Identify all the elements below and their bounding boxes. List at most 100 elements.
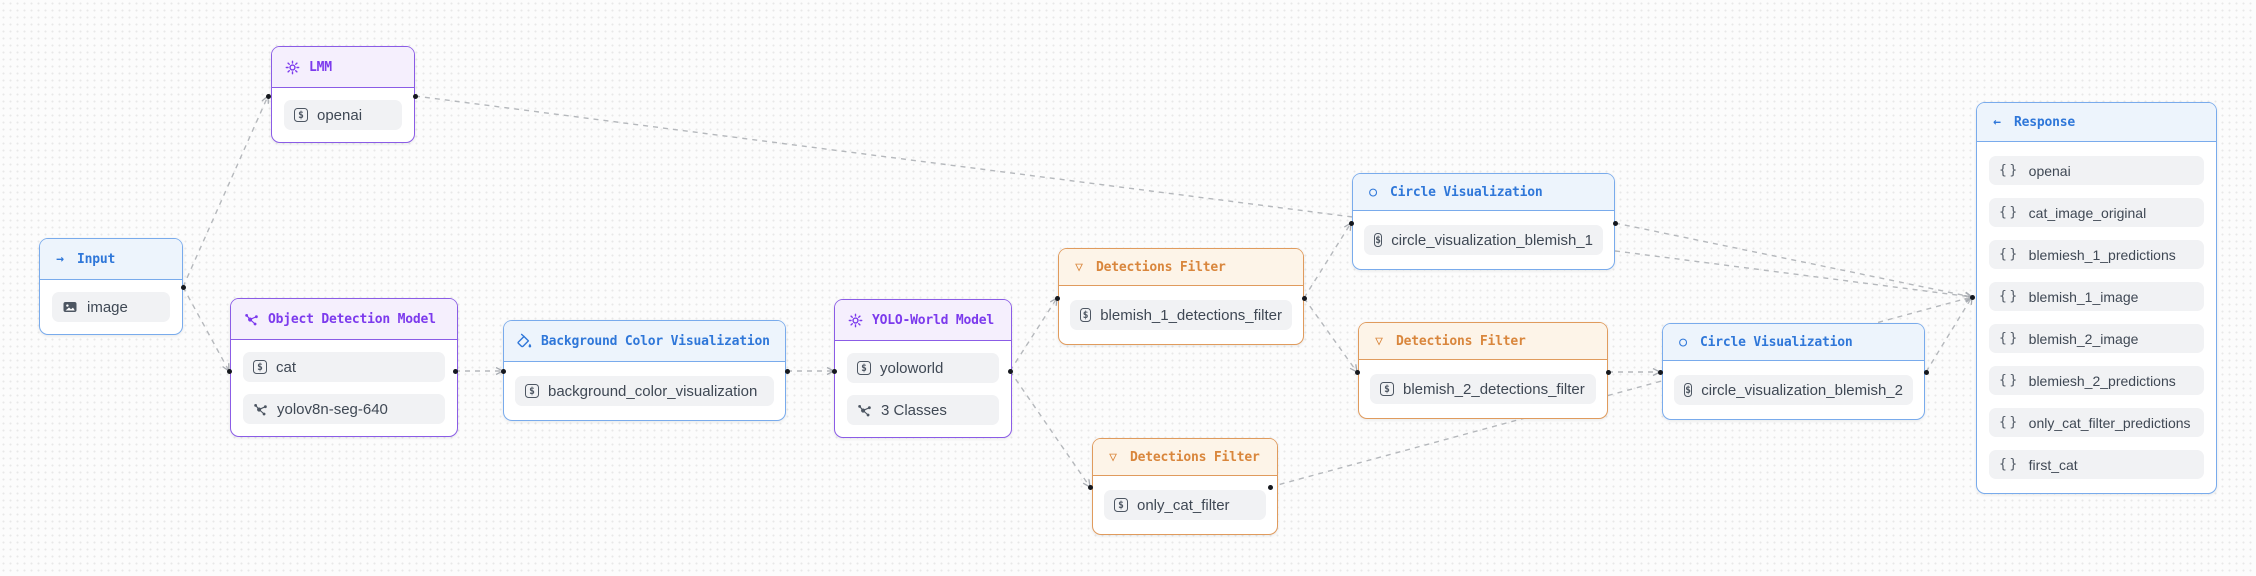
funnel-icon: ▽ (1375, 333, 1383, 349)
circle-icon: ○ (1679, 334, 1687, 350)
port-bg-in[interactable] (500, 368, 506, 374)
dollar-square-icon: $ (294, 108, 308, 122)
node-yolo-world-model[interactable]: YOLO-World Model $ yoloworld 3 Classes (834, 299, 1012, 438)
dollar-square-icon: $ (1114, 498, 1128, 512)
node-item-circle-visualization-blemish-2[interactable]: $ circle_visualization_blemish_2 (1674, 375, 1913, 405)
node-detections-filter-only-cat[interactable]: ▽ Detections Filter $ only_cat_filter (1092, 438, 1278, 535)
node-yolo-header: YOLO-World Model (835, 300, 1011, 341)
item-label: 3 Classes (881, 401, 947, 419)
dollar-square-icon: $ (1080, 308, 1092, 322)
response-item-cat-image-original[interactable]: {} cat_image_original (1989, 198, 2204, 227)
item-label: blemiesh_2_predictions (2028, 372, 2176, 389)
braces-icon: {} (1999, 247, 2020, 262)
item-label: background_color_visualization (548, 382, 758, 400)
node-title: Circle Visualization (1390, 184, 1543, 200)
response-item-first-cat[interactable]: {} first_cat (1989, 450, 2204, 479)
edge-df1-cv1 (1303, 223, 1351, 299)
node-item-cat[interactable]: $ cat (243, 352, 445, 382)
node-response[interactable]: ← Response {} openai {} cat_image_origin… (1976, 102, 2217, 494)
node-circle-visualization-blemish-1[interactable]: ○ Circle Visualization $ circle_visualiz… (1352, 173, 1615, 270)
braces-icon: {} (1999, 373, 2020, 388)
port-odm-out[interactable] (452, 368, 458, 374)
response-item-only-cat-filter-predictions[interactable]: {} only_cat_filter_predictions (1989, 408, 2204, 437)
braces-icon: {} (1999, 289, 2020, 304)
port-input-out[interactable] (180, 284, 186, 290)
network-icon (857, 403, 872, 418)
response-item-blemish-2-image[interactable]: {} blemish_2_image (1989, 324, 2204, 353)
node-item-blemish-2-detections-filter[interactable]: $ blemish_2_detections_filter (1370, 374, 1596, 404)
dollar-square-icon: $ (1374, 233, 1383, 247)
braces-icon: {} (1999, 163, 2020, 178)
port-cv2-out[interactable] (1923, 369, 1929, 375)
braces-icon: {} (1999, 457, 2020, 472)
braces-icon: {} (1999, 415, 2020, 430)
port-yolo-in[interactable] (831, 368, 837, 374)
node-item-yolov8n-seg-640[interactable]: yolov8n-seg-640 (243, 394, 445, 424)
node-background-color-visualization[interactable]: Background Color Visualization $ backgro… (503, 320, 786, 421)
arrow-right-icon: → (56, 251, 64, 267)
node-item-background-color-visualization[interactable]: $ background_color_visualization (515, 376, 774, 406)
node-item-circle-visualization-blemish-1[interactable]: $ circle_visualization_blemish_1 (1364, 225, 1603, 255)
node-item-openai[interactable]: $ openai (284, 100, 402, 130)
node-item-yoloworld[interactable]: $ yoloworld (847, 353, 999, 383)
node-response-header: ← Response (1977, 103, 2216, 142)
port-df2-out[interactable] (1605, 369, 1611, 375)
port-df2-in[interactable] (1354, 369, 1360, 375)
response-item-openai[interactable]: {} openai (1989, 156, 2204, 185)
dollar-square-icon: $ (525, 384, 539, 398)
node-item-only-cat-filter[interactable]: $ only_cat_filter (1104, 490, 1266, 520)
edge-input-lmm (182, 96, 268, 288)
node-title: Input (77, 251, 116, 267)
port-response-in[interactable] (1969, 294, 1975, 300)
port-bg-out[interactable] (784, 368, 790, 374)
image-icon (62, 299, 78, 315)
port-cv2-in[interactable] (1657, 369, 1663, 375)
node-title: Detections Filter (1396, 333, 1526, 349)
node-lmm-header: LMM (272, 47, 414, 88)
item-label: blemish_2_detections_filter (1403, 380, 1585, 398)
node-bg-header: Background Color Visualization (504, 321, 785, 362)
port-lmm-in[interactable] (265, 93, 271, 99)
node-item-blemish-1-detections-filter[interactable]: $ blemish_1_detections_filter (1070, 300, 1292, 330)
response-item-blemiesh-1-predictions[interactable]: {} blemiesh_1_predictions (1989, 240, 2204, 269)
port-df1-out[interactable] (1301, 295, 1307, 301)
item-label: blemiesh_1_predictions (2028, 246, 2176, 263)
arrow-left-icon: ← (1993, 114, 2001, 130)
item-label: cat_image_original (2028, 204, 2147, 221)
node-cv1-header: ○ Circle Visualization (1353, 174, 1614, 211)
item-label: yoloworld (880, 359, 944, 377)
port-cv1-in[interactable] (1348, 220, 1354, 226)
response-item-blemish-1-image[interactable]: {} blemish_1_image (1989, 282, 2204, 311)
dollar-square-icon: $ (857, 361, 871, 375)
edge-yolo-df3 (1009, 370, 1090, 487)
node-detections-filter-blemish-1[interactable]: ▽ Detections Filter $ blemish_1_detectio… (1058, 248, 1304, 345)
edge-cv1-response (1614, 222, 1972, 297)
node-lmm[interactable]: LMM $ openai (271, 46, 415, 143)
item-label: openai (2028, 162, 2071, 179)
port-df3-out[interactable] (1267, 484, 1273, 490)
node-item-image[interactable]: image (52, 292, 170, 322)
item-label: openai (317, 106, 363, 124)
port-lmm-out[interactable] (412, 93, 418, 99)
item-label: only_cat_filter (1137, 496, 1230, 514)
node-input[interactable]: → Input image (39, 238, 183, 335)
port-df1-in[interactable] (1054, 295, 1060, 301)
item-label: yolov8n-seg-640 (277, 400, 388, 418)
node-item-3-classes[interactable]: 3 Classes (847, 395, 999, 425)
paint-bucket-icon (516, 333, 532, 349)
response-item-blemiesh-2-predictions[interactable]: {} blemiesh_2_predictions (1989, 366, 2204, 395)
item-label: blemish_2_image (2028, 330, 2139, 347)
port-odm-in[interactable] (226, 368, 232, 374)
gear-icon (847, 313, 863, 328)
funnel-icon: ▽ (1109, 449, 1117, 465)
edge-yolo-df1 (1009, 298, 1057, 372)
port-df3-in[interactable] (1087, 484, 1093, 490)
port-cv1-out[interactable] (1612, 220, 1618, 226)
node-object-detection-model[interactable]: Object Detection Model $ cat yolov8n-seg… (230, 298, 458, 437)
node-circle-visualization-blemish-2[interactable]: ○ Circle Visualization $ circle_visualiz… (1662, 323, 1925, 420)
node-detections-filter-blemish-2[interactable]: ▽ Detections Filter $ blemish_2_detectio… (1358, 322, 1608, 419)
item-label: only_cat_filter_predictions (2028, 414, 2191, 431)
port-yolo-out[interactable] (1007, 368, 1013, 374)
item-label: circle_visualization_blemish_1 (1391, 231, 1593, 249)
